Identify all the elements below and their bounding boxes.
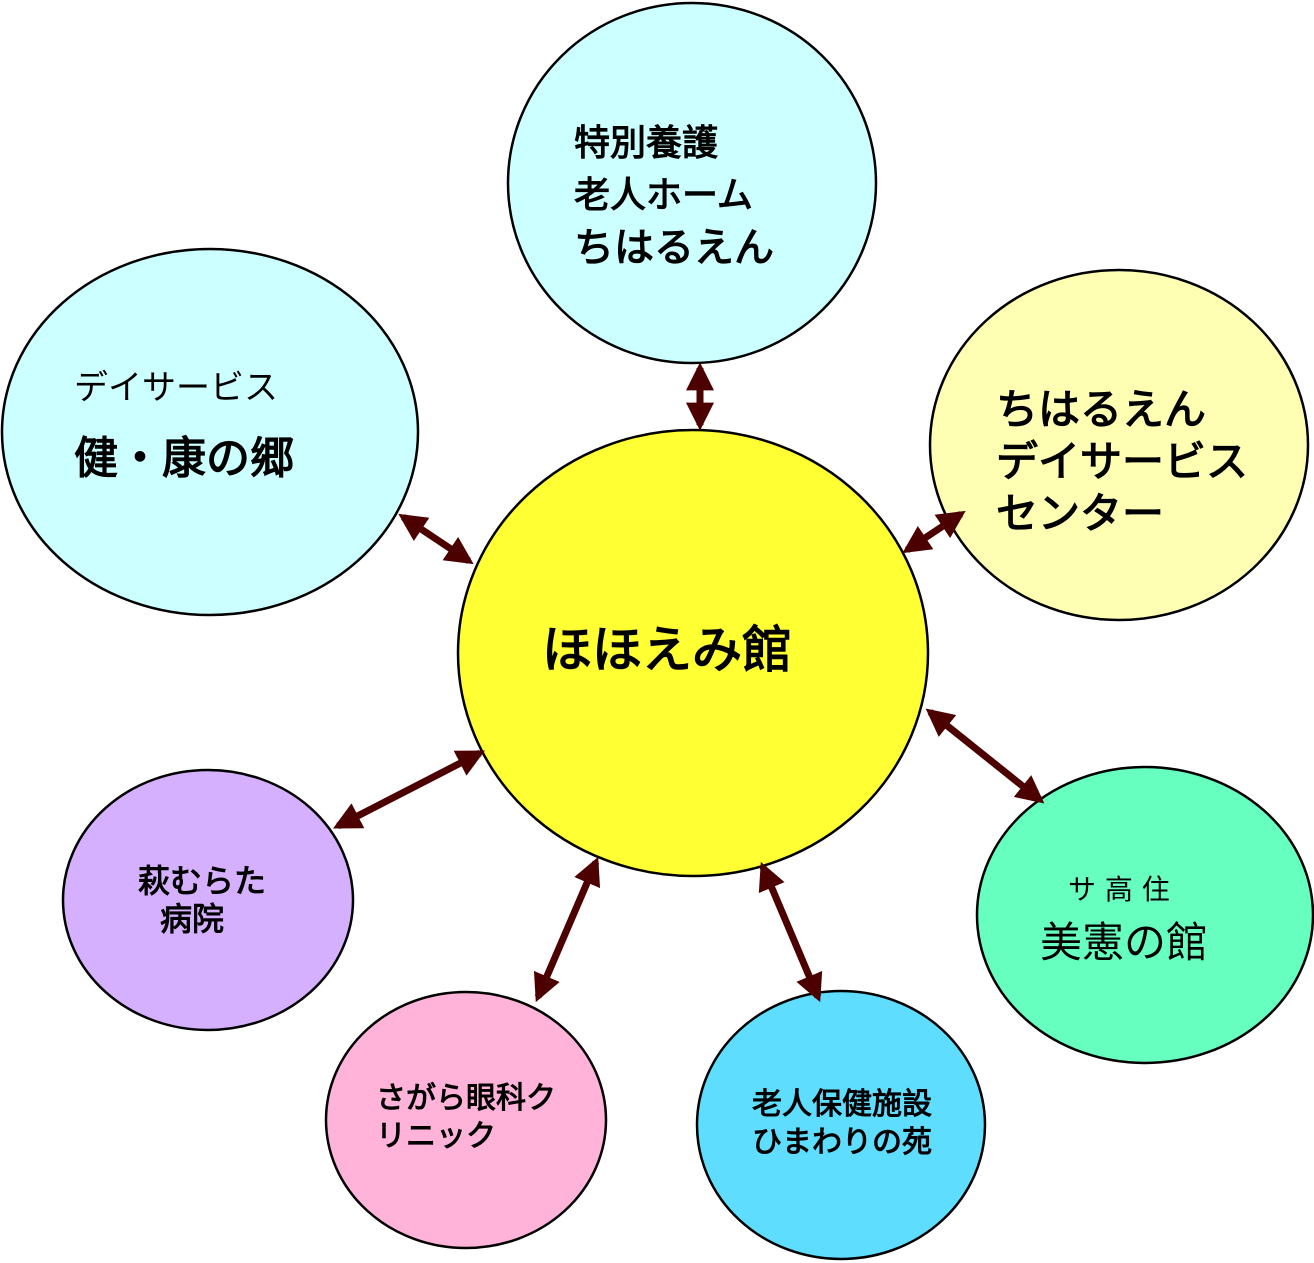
node-line: ひまわりの苑: [752, 1125, 932, 1160]
node-line: 特別養護: [574, 123, 719, 164]
node-hagi-label: 萩むらた 病院: [138, 862, 266, 938]
arrow-hagi: [333, 749, 485, 830]
node-sagara-label: さがら眼科ク リニック: [376, 1080, 556, 1156]
arrow-chiharu-day: [902, 510, 966, 554]
node-line: 美憲の館: [1040, 918, 1209, 968]
node-kenkou-label: デイサービス 健・康の郷: [74, 366, 294, 487]
node-chiharu-day-circle: [928, 268, 1310, 622]
node-line: 老人ホーム: [574, 175, 753, 216]
node-tokuyo-label: 特別養護 老人ホーム ちはるえん: [574, 118, 774, 274]
arrow-sakouju: [925, 708, 1045, 804]
arrow-sagara: [533, 856, 601, 1003]
node-line: さがら眼科ク: [376, 1081, 556, 1116]
node-line: 病院: [160, 900, 225, 938]
node-line: 健・康の郷: [74, 433, 294, 485]
node-line: デイサービス: [74, 368, 278, 408]
node-kenkou-circle: [0, 247, 420, 617]
node-hagi-circle: [61, 768, 355, 1032]
node-roken-label: 老人保健施設 ひまわりの苑: [752, 1086, 932, 1162]
node-line: サ 高 住: [1068, 873, 1170, 906]
arrow-roken: [758, 861, 823, 1003]
node-sakouju-circle: [975, 765, 1314, 1065]
node-line: 萩むらた: [138, 862, 267, 900]
node-sakouju-label: サ 高 住 美憲の館: [1040, 872, 1208, 971]
node-line: ちはるえん: [574, 225, 774, 271]
node-sagara-circle: [324, 990, 608, 1250]
arrow-kenkou: [398, 513, 474, 565]
node-chiharu-day-label: ちはるえん デイサービス センター: [996, 384, 1248, 540]
node-line: デイサービス: [996, 437, 1249, 486]
center-label: ほほえみ館: [542, 621, 792, 679]
node-line: リニック: [376, 1119, 496, 1154]
node-roken-circle: [695, 989, 987, 1261]
node-line: 老人保健施設: [752, 1087, 932, 1122]
node-line: ちはるえん: [996, 385, 1207, 434]
node-line: センター: [996, 489, 1165, 538]
